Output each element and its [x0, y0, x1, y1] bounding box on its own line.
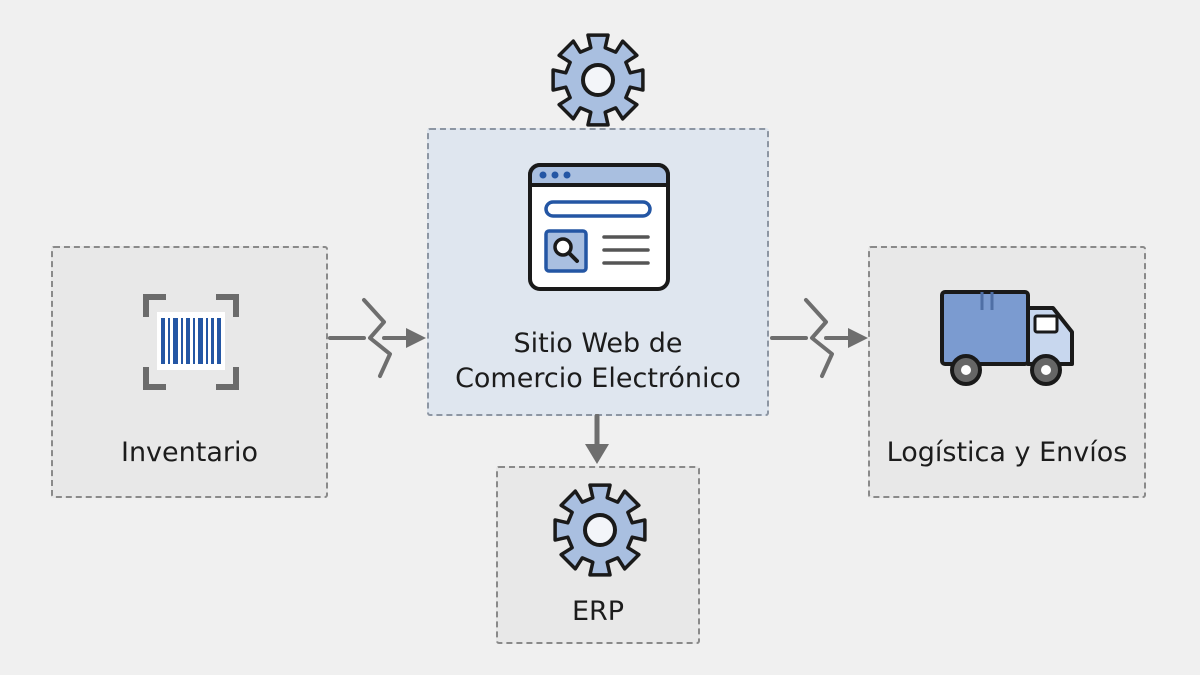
connector-inventario-web	[328, 298, 426, 378]
gear-icon	[551, 33, 645, 127]
gear-icon	[553, 483, 647, 577]
node-label: Inventario	[120, 437, 259, 468]
barcode-scanner-icon	[143, 294, 239, 390]
connector-web-logistica	[770, 298, 868, 378]
node-label: ERP	[571, 596, 625, 627]
node-inventario[interactable]: Inventario	[51, 246, 328, 498]
node-logistica[interactable]: Logística y Envíos	[868, 246, 1146, 498]
node-erp[interactable]: ERP	[496, 466, 700, 644]
node-label-line: Comercio Electrónico	[455, 363, 741, 395]
connector-web-erp	[585, 414, 609, 464]
browser-window-search-icon	[528, 163, 670, 291]
node-label: Logística y Envíos	[886, 437, 1128, 468]
node-label: Sitio Web de Comercio Electrónico	[429, 326, 767, 396]
delivery-truck-icon	[940, 290, 1074, 386]
node-label-line: Sitio Web de	[513, 328, 683, 359]
node-web[interactable]: Sitio Web de Comercio Electrónico	[427, 128, 769, 416]
